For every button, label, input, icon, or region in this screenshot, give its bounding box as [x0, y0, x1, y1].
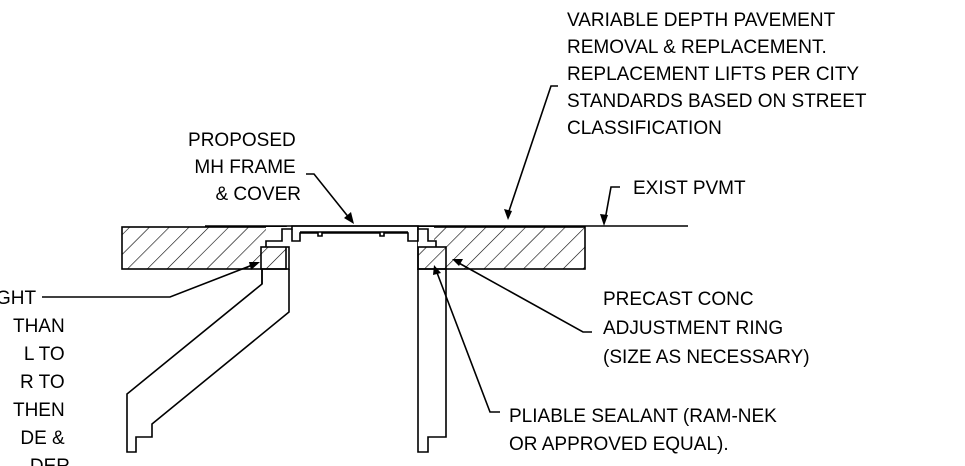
adjustment-ring-left [260, 246, 290, 270]
pavement-replacement-right [417, 226, 586, 270]
manhole-wall-right [417, 269, 447, 453]
exist-pvmt-label: EXIST PVMT [633, 178, 746, 199]
left-note-label: GHT THAN L TO R TO THEN DE & DER [0, 288, 70, 466]
pavement-removal-note: VARIABLE DEPTH PAVEMENT REMOVAL & REPLAC… [567, 10, 871, 139]
manhole-frame-cover [265, 225, 437, 247]
adjustment-ring-label: PRECAST CONC ADJUSTMENT RING (SIZE AS NE… [603, 289, 810, 368]
adjustment-ring-right [417, 246, 447, 270]
leader-lines [42, 85, 620, 413]
sealant-label: PLIABLE SEALANT (RAM-NEK OR APPROVED EQU… [509, 406, 782, 455]
manhole-cone-wall-left [126, 269, 290, 453]
frame-cover-label: PROPOSED MH FRAME & COVER [188, 130, 301, 205]
